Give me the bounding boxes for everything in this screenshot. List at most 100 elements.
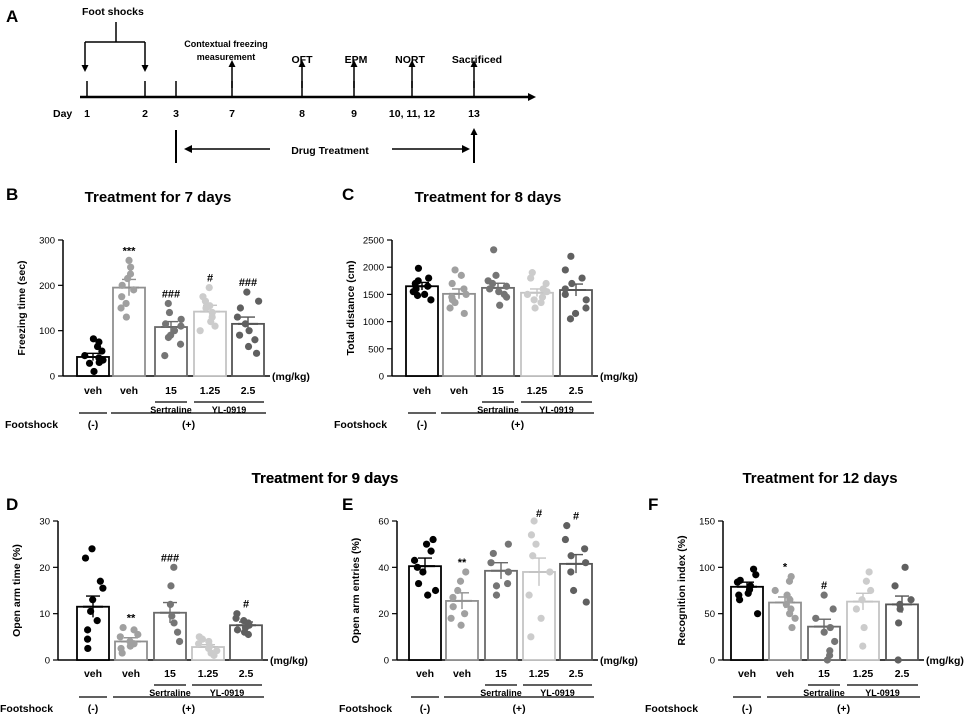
panel-e-data-point: [567, 552, 575, 560]
panel-e-yl-label: YL-0919: [540, 688, 575, 698]
panel-e-bar: [559, 562, 593, 661]
day-number: 7: [229, 108, 235, 120]
panel-f-x-tick-label: 2.5: [895, 668, 910, 680]
foot-shocks-label: Foot shocks: [82, 6, 144, 18]
panel-c-data-point: [425, 274, 433, 282]
panel-c-data-point: [448, 296, 457, 304]
panel-b-y-tick-label: 300: [39, 236, 55, 247]
panel-e-data-point: [413, 563, 421, 571]
panel-e-data-point: [530, 517, 538, 525]
panel-e-data-point: [462, 568, 470, 576]
panel-f-data-point: [831, 637, 839, 646]
panel-c-data-point: [561, 266, 569, 274]
panel-e-data-point: [546, 568, 554, 576]
panel-e-y-tick-label: 60: [378, 517, 389, 528]
drug-end-arrowhead: [470, 128, 478, 135]
panel-d-x-tick-label: 2.5: [239, 668, 254, 680]
panel-d-data-point: [233, 610, 241, 618]
panel-b-y-axis-label: Freezing time (sec): [16, 260, 28, 355]
panel-f-data-point: [865, 568, 873, 576]
panel-b-data-point: [236, 304, 245, 312]
panel-b-data-point: [161, 320, 170, 328]
panel-e-x-tick-label: 1.25: [529, 668, 550, 680]
timeline-arrowhead: [528, 93, 536, 101]
panel-d-y-tick-label: 30: [39, 517, 50, 528]
panel-b-x-tick-label: veh: [84, 385, 102, 397]
panel-d-data-point: [233, 626, 242, 634]
panel-f-footshock-pos: (+): [837, 703, 850, 715]
day-number: 13: [468, 108, 480, 120]
panel-f-footshock-label: Footshock: [645, 703, 698, 715]
nort-label: NORT: [395, 54, 425, 66]
drug-treatment-label: Drug Treatment: [291, 145, 369, 157]
panel-f-x-tick-label: 15: [818, 668, 830, 680]
panel-e-data-point: [525, 591, 533, 599]
panel-f-data-point: [771, 586, 779, 595]
panel-f-bar: [768, 601, 802, 661]
panel-b-data-point: [206, 302, 214, 310]
panel-d-data-point: [83, 635, 92, 643]
panel-c-data-point: [530, 296, 538, 304]
day-number: 3: [173, 108, 179, 120]
panel-e-data-point: [582, 598, 590, 606]
panel-c-y-tick-label: 1500: [363, 290, 384, 301]
panel-c-y-axis-label: Total distance (cm): [345, 261, 357, 356]
panel-f-data-point: [896, 600, 904, 609]
panel-e-footshock-pos: (+): [512, 703, 525, 715]
panel-b-data-point: [95, 358, 103, 366]
panel-f-title: Treatment for 12 days: [742, 470, 897, 487]
panel-e-data-point: [567, 568, 575, 576]
panel-e-data-point: [424, 591, 432, 599]
panel-e-y-tick-label: 40: [378, 563, 389, 574]
panel-d-data-point: [170, 619, 178, 627]
panel-f-y-tick-label: 50: [704, 609, 715, 620]
panel-b-data-point: [161, 352, 169, 360]
panel-c-data-point: [561, 285, 569, 293]
panel-f-data-point: [862, 577, 870, 585]
panel-e-data-point: [449, 603, 457, 611]
panel-f-data-point: [858, 596, 866, 604]
panel-f-data-point: [735, 591, 743, 599]
panel-b-x-tick-label: veh: [120, 385, 138, 397]
panel-c-data-point: [486, 285, 494, 293]
panel-b-yl-label: YL-0919: [212, 405, 247, 415]
panel-c-x-tick-label: 2.5: [569, 385, 584, 397]
day-number: 1: [84, 108, 90, 120]
panel-f-data-point: [749, 565, 758, 573]
panel-c-footshock-neg: (-): [417, 419, 428, 431]
panel-c-data-point: [542, 279, 550, 288]
panel-d-x-tick-label: veh: [84, 668, 102, 680]
panel-b-bar: [112, 286, 146, 377]
panel-b-data-point: [244, 342, 253, 351]
panel-c-data-point: [448, 279, 456, 288]
panel-d-footshock-neg: (-): [88, 703, 99, 715]
panel-b-data-point: [233, 313, 242, 321]
panel-e-bar: [445, 600, 479, 661]
panel-d-data-point: [126, 637, 134, 646]
panel-label-b: B: [6, 185, 18, 204]
panel-c-data-point: [582, 304, 590, 312]
panel-b-data-point: [118, 281, 126, 289]
panel-e-data-point: [461, 610, 469, 618]
panel-d-data-point: [173, 628, 182, 636]
panel-f-x-tick-label: veh: [738, 668, 756, 680]
panel-c-y-tick-label: 1000: [363, 317, 384, 328]
panel-f-data-point: [826, 623, 834, 632]
panel-d-significance-marker: #: [243, 599, 249, 611]
panel-e-data-point: [422, 540, 431, 548]
panel-f-data-point: [867, 586, 875, 595]
panel-d-data-point: [240, 617, 248, 625]
panel-c-data-point: [538, 293, 547, 301]
panel-c-data-point: [484, 277, 492, 285]
panel-f-data-point: [852, 605, 860, 613]
panel-b-data-point: [130, 286, 138, 294]
panel-e-data-point: [487, 559, 495, 567]
panel-b-x-tick-label: 15: [165, 385, 177, 397]
panel-d-y-axis-label: Open arm time (%): [11, 544, 23, 637]
panel-c-data-point: [502, 282, 511, 290]
panel-e-y-tick-label: 20: [378, 609, 389, 620]
panel-c-data-point: [567, 252, 575, 260]
panel-b-data-point: [177, 315, 185, 323]
panel-e-significance-marker: #: [573, 511, 579, 523]
drug-arrowhead-right: [462, 145, 470, 153]
